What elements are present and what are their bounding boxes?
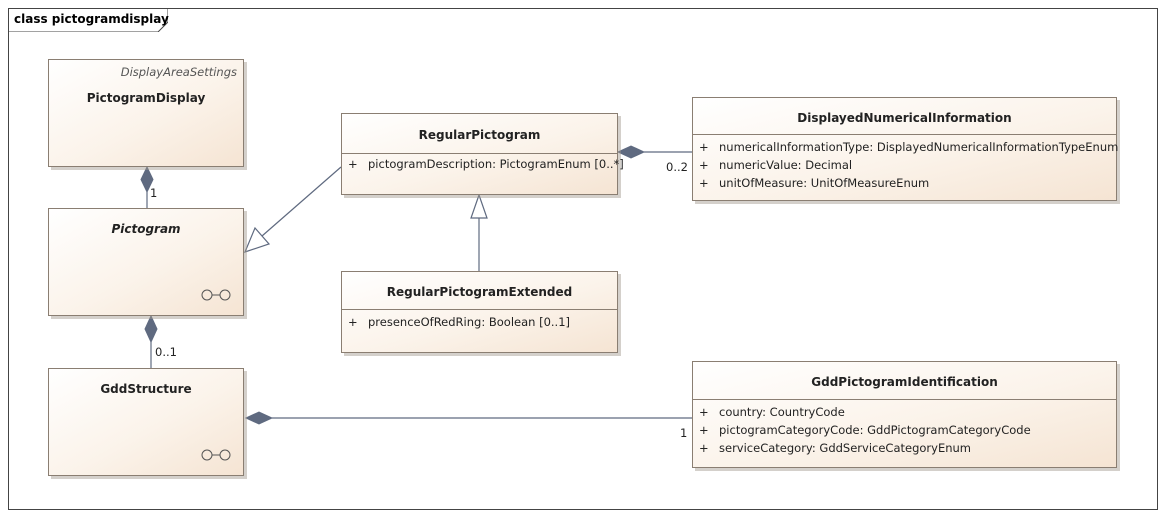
class-stereotype: DisplayAreaSettings (120, 65, 237, 79)
class-name: RegularPictogram (418, 128, 541, 142)
class-attribute: + serviceCategory: GddServiceCategoryEnum (699, 441, 971, 455)
class-separator (342, 309, 617, 310)
multiplicity-regular-numerical: 0..2 (666, 160, 688, 174)
class-gdd-pictogram-identification[interactable]: GddPictogramIdentification + country: Cou… (692, 361, 1117, 468)
class-name: RegularPictogramExtended (386, 285, 573, 299)
attribute-visibility: + (699, 140, 709, 154)
composition-diamond-display (140, 165, 154, 194)
class-attribute: + pictogramDescription: PictogramEnum [0.… (348, 157, 624, 171)
class-attribute: + numericalInformationType: DisplayedNume… (699, 140, 1118, 154)
frame-title: class pictogramdisplay (14, 12, 169, 26)
class-regular-pictogram[interactable]: RegularPictogram + pictogramDescription: … (341, 113, 624, 195)
attribute-text: presenceOfRedRing: Boolean [0..1] (368, 315, 570, 329)
link-icon (201, 449, 231, 461)
class-separator (693, 399, 1116, 400)
class-attribute: + country: CountryCode (699, 405, 845, 419)
class-name: PictogramDisplay (86, 91, 206, 105)
diagram-frame (8, 8, 1158, 510)
composition-diamond-pictogram (144, 314, 158, 344)
class-separator (342, 153, 617, 154)
frame-tab (8, 8, 168, 32)
generalization-arrow-pictogram (243, 226, 271, 253)
attribute-visibility: + (348, 315, 358, 329)
multiplicity-gdd-identification: 1 (680, 426, 688, 440)
class-pictogram-display[interactable]: DisplayAreaSettings PictogramDisplay (48, 59, 244, 167)
composition-diamond-regular (616, 145, 646, 159)
attribute-visibility: + (699, 158, 709, 172)
generalization-arrow-regular (470, 193, 488, 219)
multiplicity-display-pictogram: 1 (150, 186, 158, 200)
attribute-text: numericalInformationType: DisplayedNumer… (719, 140, 1119, 154)
attribute-visibility: + (699, 441, 709, 455)
multiplicity-pictogram-gdd: 0..1 (155, 345, 177, 359)
class-name: GddPictogramIdentification (811, 375, 998, 389)
attribute-visibility: + (699, 423, 709, 437)
class-pictogram[interactable]: Pictogram (48, 208, 244, 316)
class-attribute: + presenceOfRedRing: Boolean [0..1] (348, 315, 570, 329)
class-regular-pictogram-extended[interactable]: RegularPictogramExtended + presenceOfRedR… (341, 271, 618, 353)
attribute-text: pictogramDescription: PictogramEnum [0..… (368, 157, 624, 171)
attribute-text: numericValue: Decimal (719, 158, 853, 172)
link-icon (201, 289, 231, 301)
attribute-text: unitOfMeasure: UnitOfMeasureEnum (719, 176, 930, 190)
attribute-text: country: CountryCode (719, 405, 845, 419)
class-attribute: + numericValue: Decimal (699, 158, 852, 172)
composition-diamond-gdd (244, 411, 274, 425)
attribute-visibility: + (699, 176, 709, 190)
attribute-text: pictogramCategoryCode: GddPictogramCateg… (719, 423, 1031, 437)
class-gdd-structure[interactable]: GddStructure (48, 368, 244, 476)
class-name: GddStructure (100, 382, 192, 396)
class-name: DisplayedNumericalInformation (797, 111, 1012, 125)
class-attribute: + unitOfMeasure: UnitOfMeasureEnum (699, 176, 929, 190)
class-name: Pictogram (111, 222, 181, 236)
attribute-visibility: + (348, 157, 358, 171)
attribute-text: serviceCategory: GddServiceCategoryEnum (719, 441, 972, 455)
class-attribute: + pictogramCategoryCode: GddPictogramCate… (699, 423, 1031, 437)
edge-generalization-regular-pictogram (261, 166, 342, 237)
class-separator (693, 134, 1116, 135)
attribute-visibility: + (699, 405, 709, 419)
class-displayed-numerical-information[interactable]: DisplayedNumericalInformation + numerical… (692, 97, 1118, 201)
